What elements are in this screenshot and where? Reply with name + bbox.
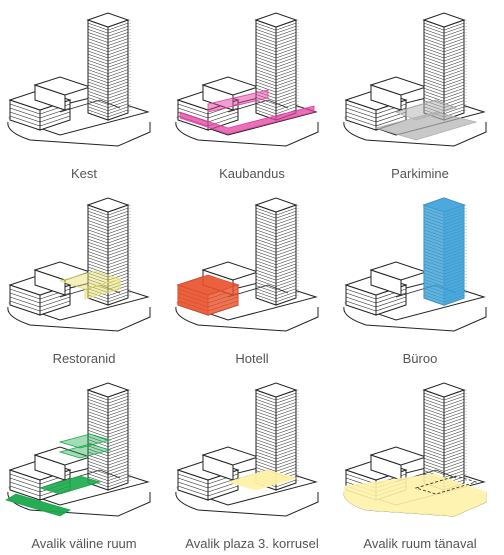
building-axonometric [168, 0, 336, 165]
panel-caption: Büroo [336, 351, 504, 366]
diagram-panel: Hotell [168, 185, 336, 370]
building-group [344, 198, 486, 331]
panel-caption: Kaubandus [168, 166, 336, 181]
office-side [444, 205, 464, 305]
building-group [344, 13, 486, 146]
panel-caption: Restoranid [0, 351, 168, 366]
building-axonometric [336, 370, 504, 535]
panel-caption: Hotell [168, 351, 336, 366]
building-axonometric [168, 370, 336, 535]
building-group [176, 198, 318, 331]
building-group [176, 383, 318, 516]
building-group [8, 13, 150, 146]
building-axonometric [336, 185, 504, 350]
diagram-panel: Kest [0, 0, 168, 185]
building-axonometric [0, 185, 168, 350]
diagram-panel: Parkimine [336, 0, 504, 185]
building-group [8, 198, 150, 331]
building-axonometric [168, 185, 336, 350]
building-group [6, 383, 150, 516]
building-group [344, 383, 486, 516]
diagram-panel: Restoranid [0, 185, 168, 370]
office-front [424, 205, 444, 305]
panel-caption: Avalik ruum tänaval [336, 536, 504, 551]
panel-caption: Kest [0, 166, 168, 181]
building-axonometric [0, 370, 168, 535]
panel-caption: Parkimine [336, 166, 504, 181]
building-group [176, 13, 318, 146]
panel-caption: Avalik väline ruum [0, 536, 168, 551]
diagram-panel: Kaubandus [168, 0, 336, 185]
diagram-panel: Avalik plaza 3. korrusel [168, 370, 336, 555]
diagram-panel: Avalik väline ruum [0, 370, 168, 555]
building-axonometric [336, 0, 504, 165]
diagram-panel: Avalik ruum tänaval [336, 370, 504, 555]
panel-caption: Avalik plaza 3. korrusel [168, 536, 336, 551]
diagram-panel: Büroo [336, 185, 504, 370]
building-axonometric [0, 0, 168, 165]
